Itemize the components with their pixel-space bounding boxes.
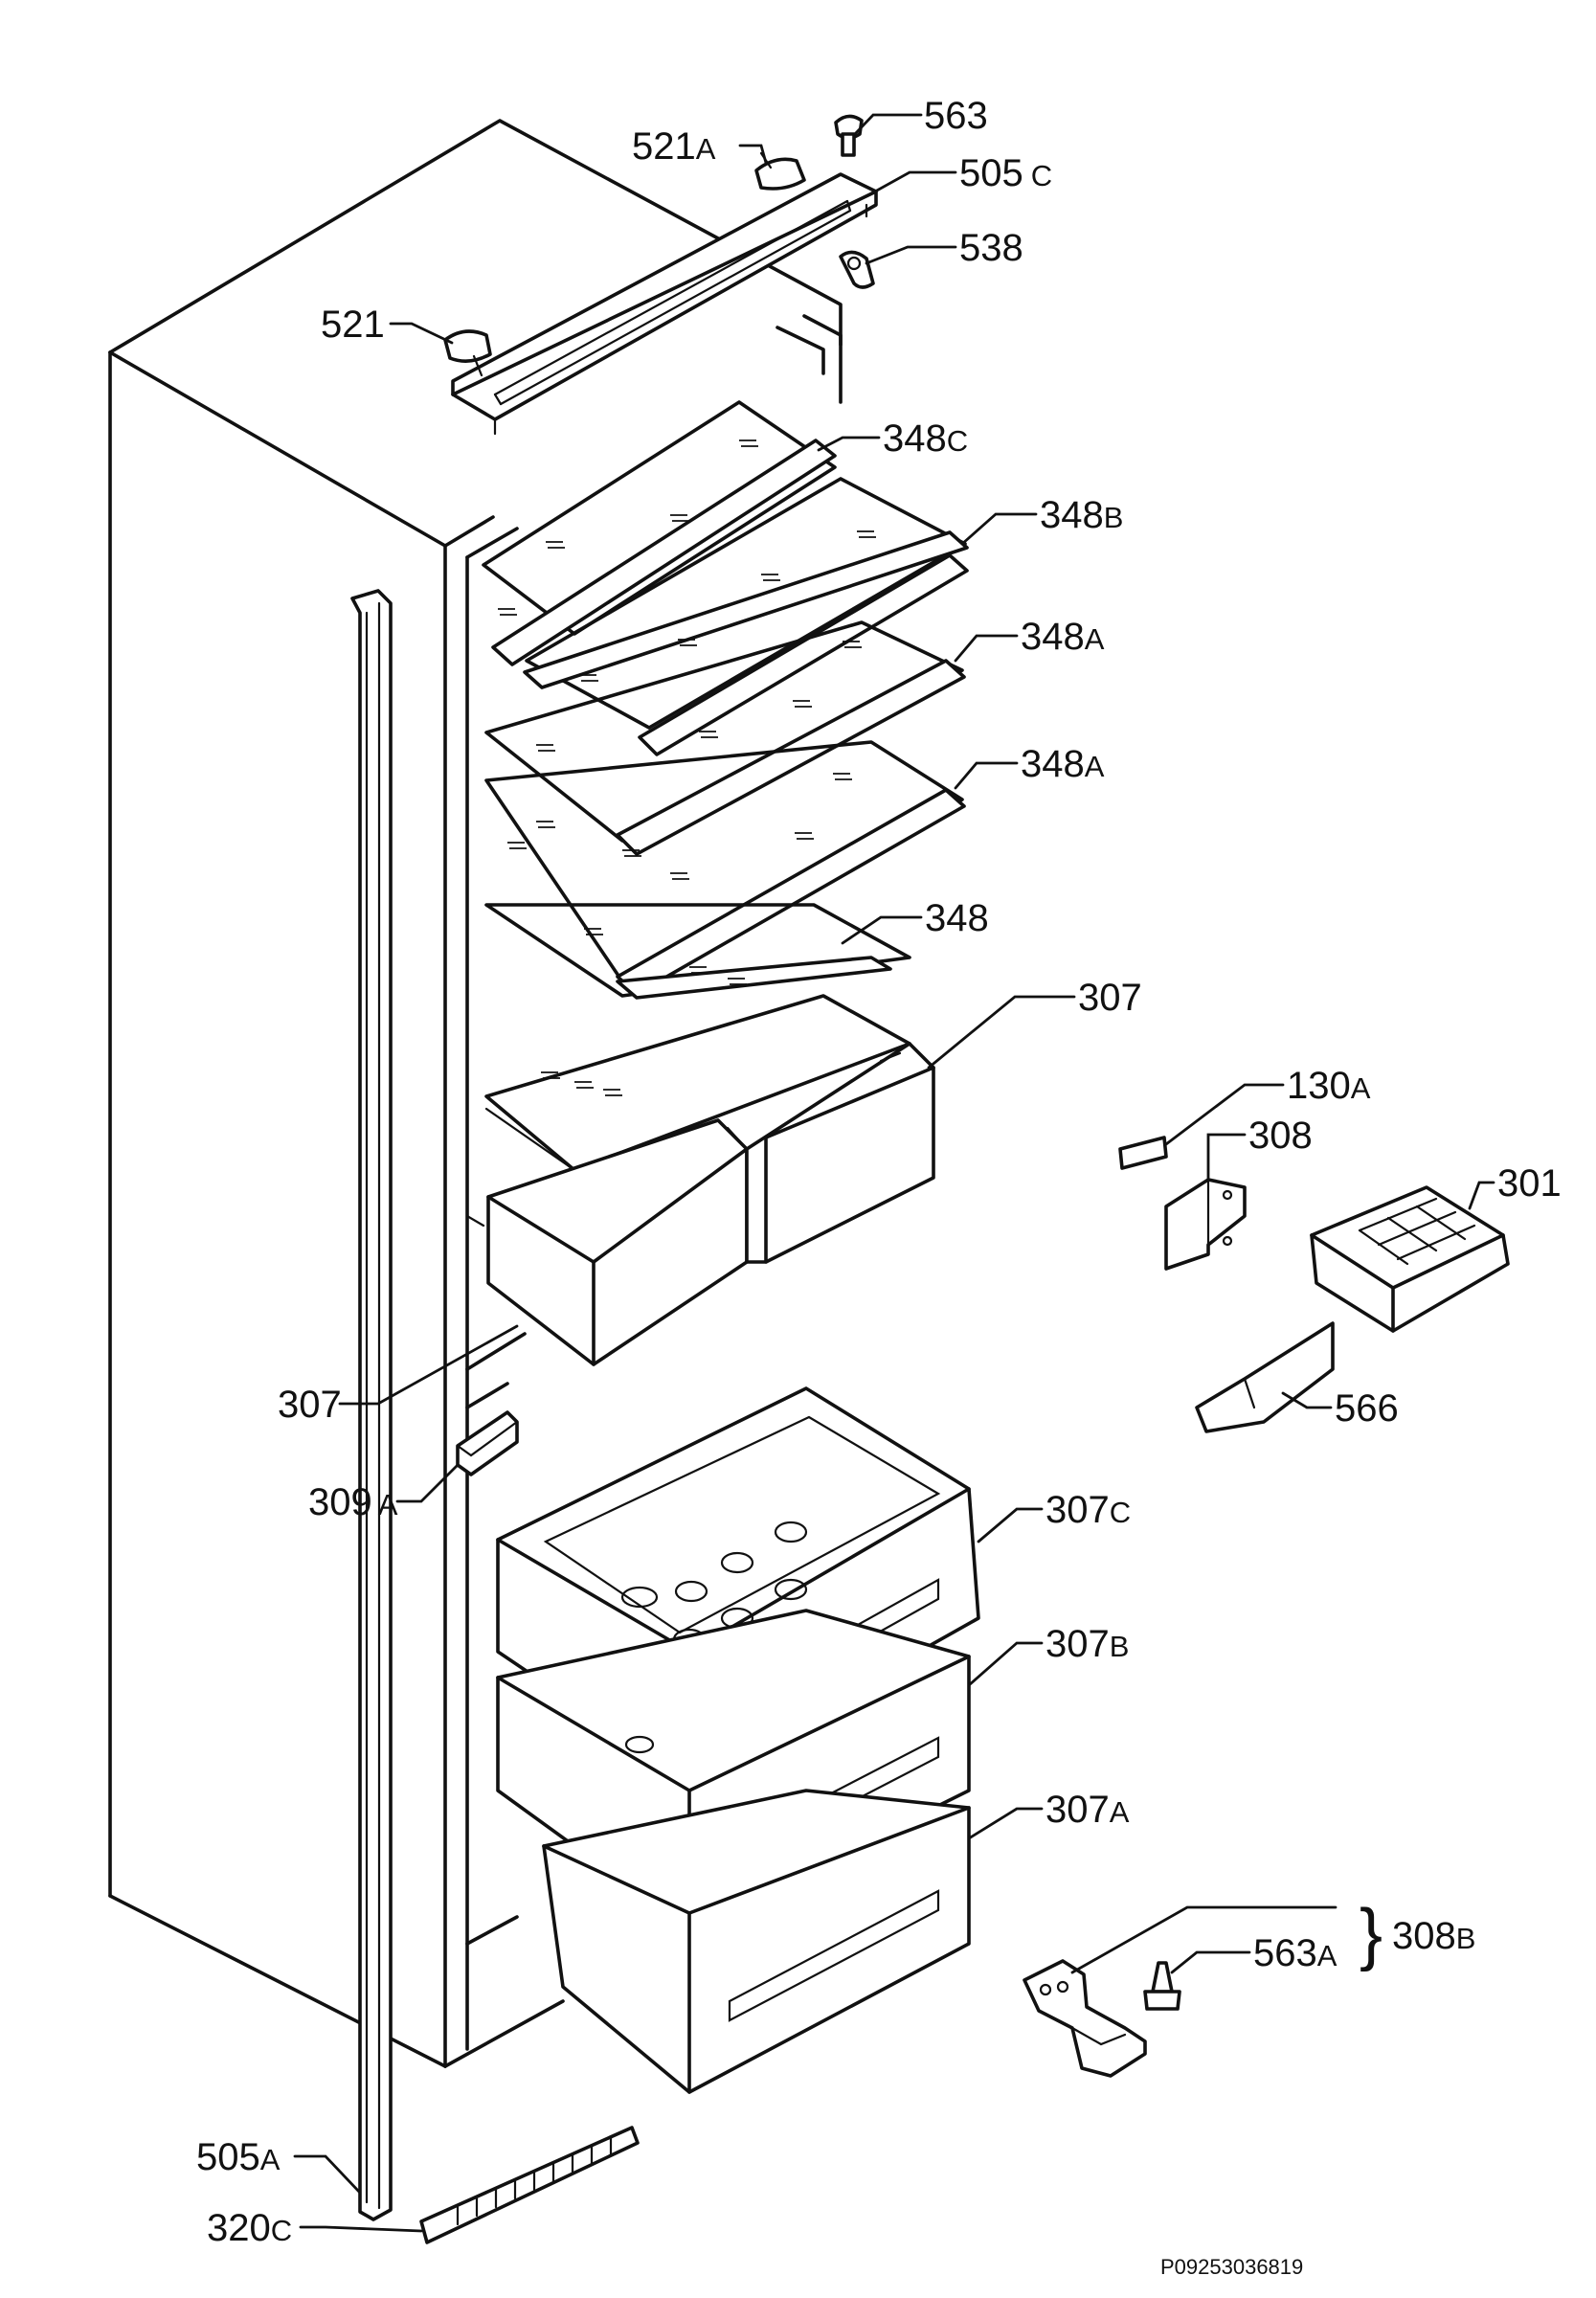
hinge-plate-308b (1023, 1959, 1147, 2078)
bracket-538 (839, 250, 875, 289)
ventilation-grille-320c (419, 2126, 640, 2244)
cabinet (108, 119, 843, 2068)
label-307a: 307A (1045, 1789, 1130, 1831)
label-505a: 505A (196, 2136, 281, 2178)
label-563a: 563A (1253, 1932, 1337, 1974)
leader-lines (293, 113, 1495, 2233)
hinge-cap-521 (443, 329, 492, 377)
group-brace: } (1360, 1896, 1382, 1972)
hinge-bracket-308 (1164, 1178, 1247, 1271)
glass-shelf-348a-upper (484, 620, 966, 856)
door-seal-505a (350, 589, 393, 2221)
label-307-left: 307 (278, 1384, 342, 1426)
label-307b: 307B (1045, 1623, 1129, 1665)
label-521a: 521A (632, 125, 716, 168)
label-320c: 320C (207, 2207, 292, 2249)
label-130a: 130A (1287, 1065, 1371, 1107)
label-348a-upper: 348A (1021, 616, 1105, 658)
label-566: 566 (1335, 1387, 1399, 1430)
ice-scraper-566 (1195, 1321, 1335, 1433)
label-307c: 307C (1045, 1489, 1131, 1531)
label-521: 521 (321, 304, 385, 346)
drawing-code: P09253036819 (1160, 2255, 1303, 2279)
screw-563 (834, 114, 864, 157)
label-348c: 348C (883, 417, 968, 460)
label-301: 301 (1497, 1162, 1562, 1205)
top-bracket-505c (451, 172, 878, 436)
crisper-drawer-307 (486, 1042, 935, 1366)
label-308: 308 (1248, 1115, 1313, 1157)
glass-shelf-348b (523, 477, 969, 756)
label-348: 348 (925, 897, 989, 939)
ice-cube-tray-301 (1310, 1185, 1510, 1333)
clip-130a (1118, 1136, 1168, 1170)
label-308b: 308B (1392, 1915, 1475, 1957)
glass-shelf-348 (484, 903, 911, 1000)
glass-shelf-348c (482, 400, 837, 666)
label-307-crisper: 307 (1078, 977, 1142, 1019)
screw-563a (1143, 1961, 1181, 2011)
label-563: 563 (924, 95, 988, 137)
freezer-drawer-307a (542, 1789, 971, 2094)
label-348a-lower: 348A (1021, 743, 1105, 785)
label-348b: 348B (1040, 494, 1123, 536)
label-538: 538 (959, 227, 1023, 269)
